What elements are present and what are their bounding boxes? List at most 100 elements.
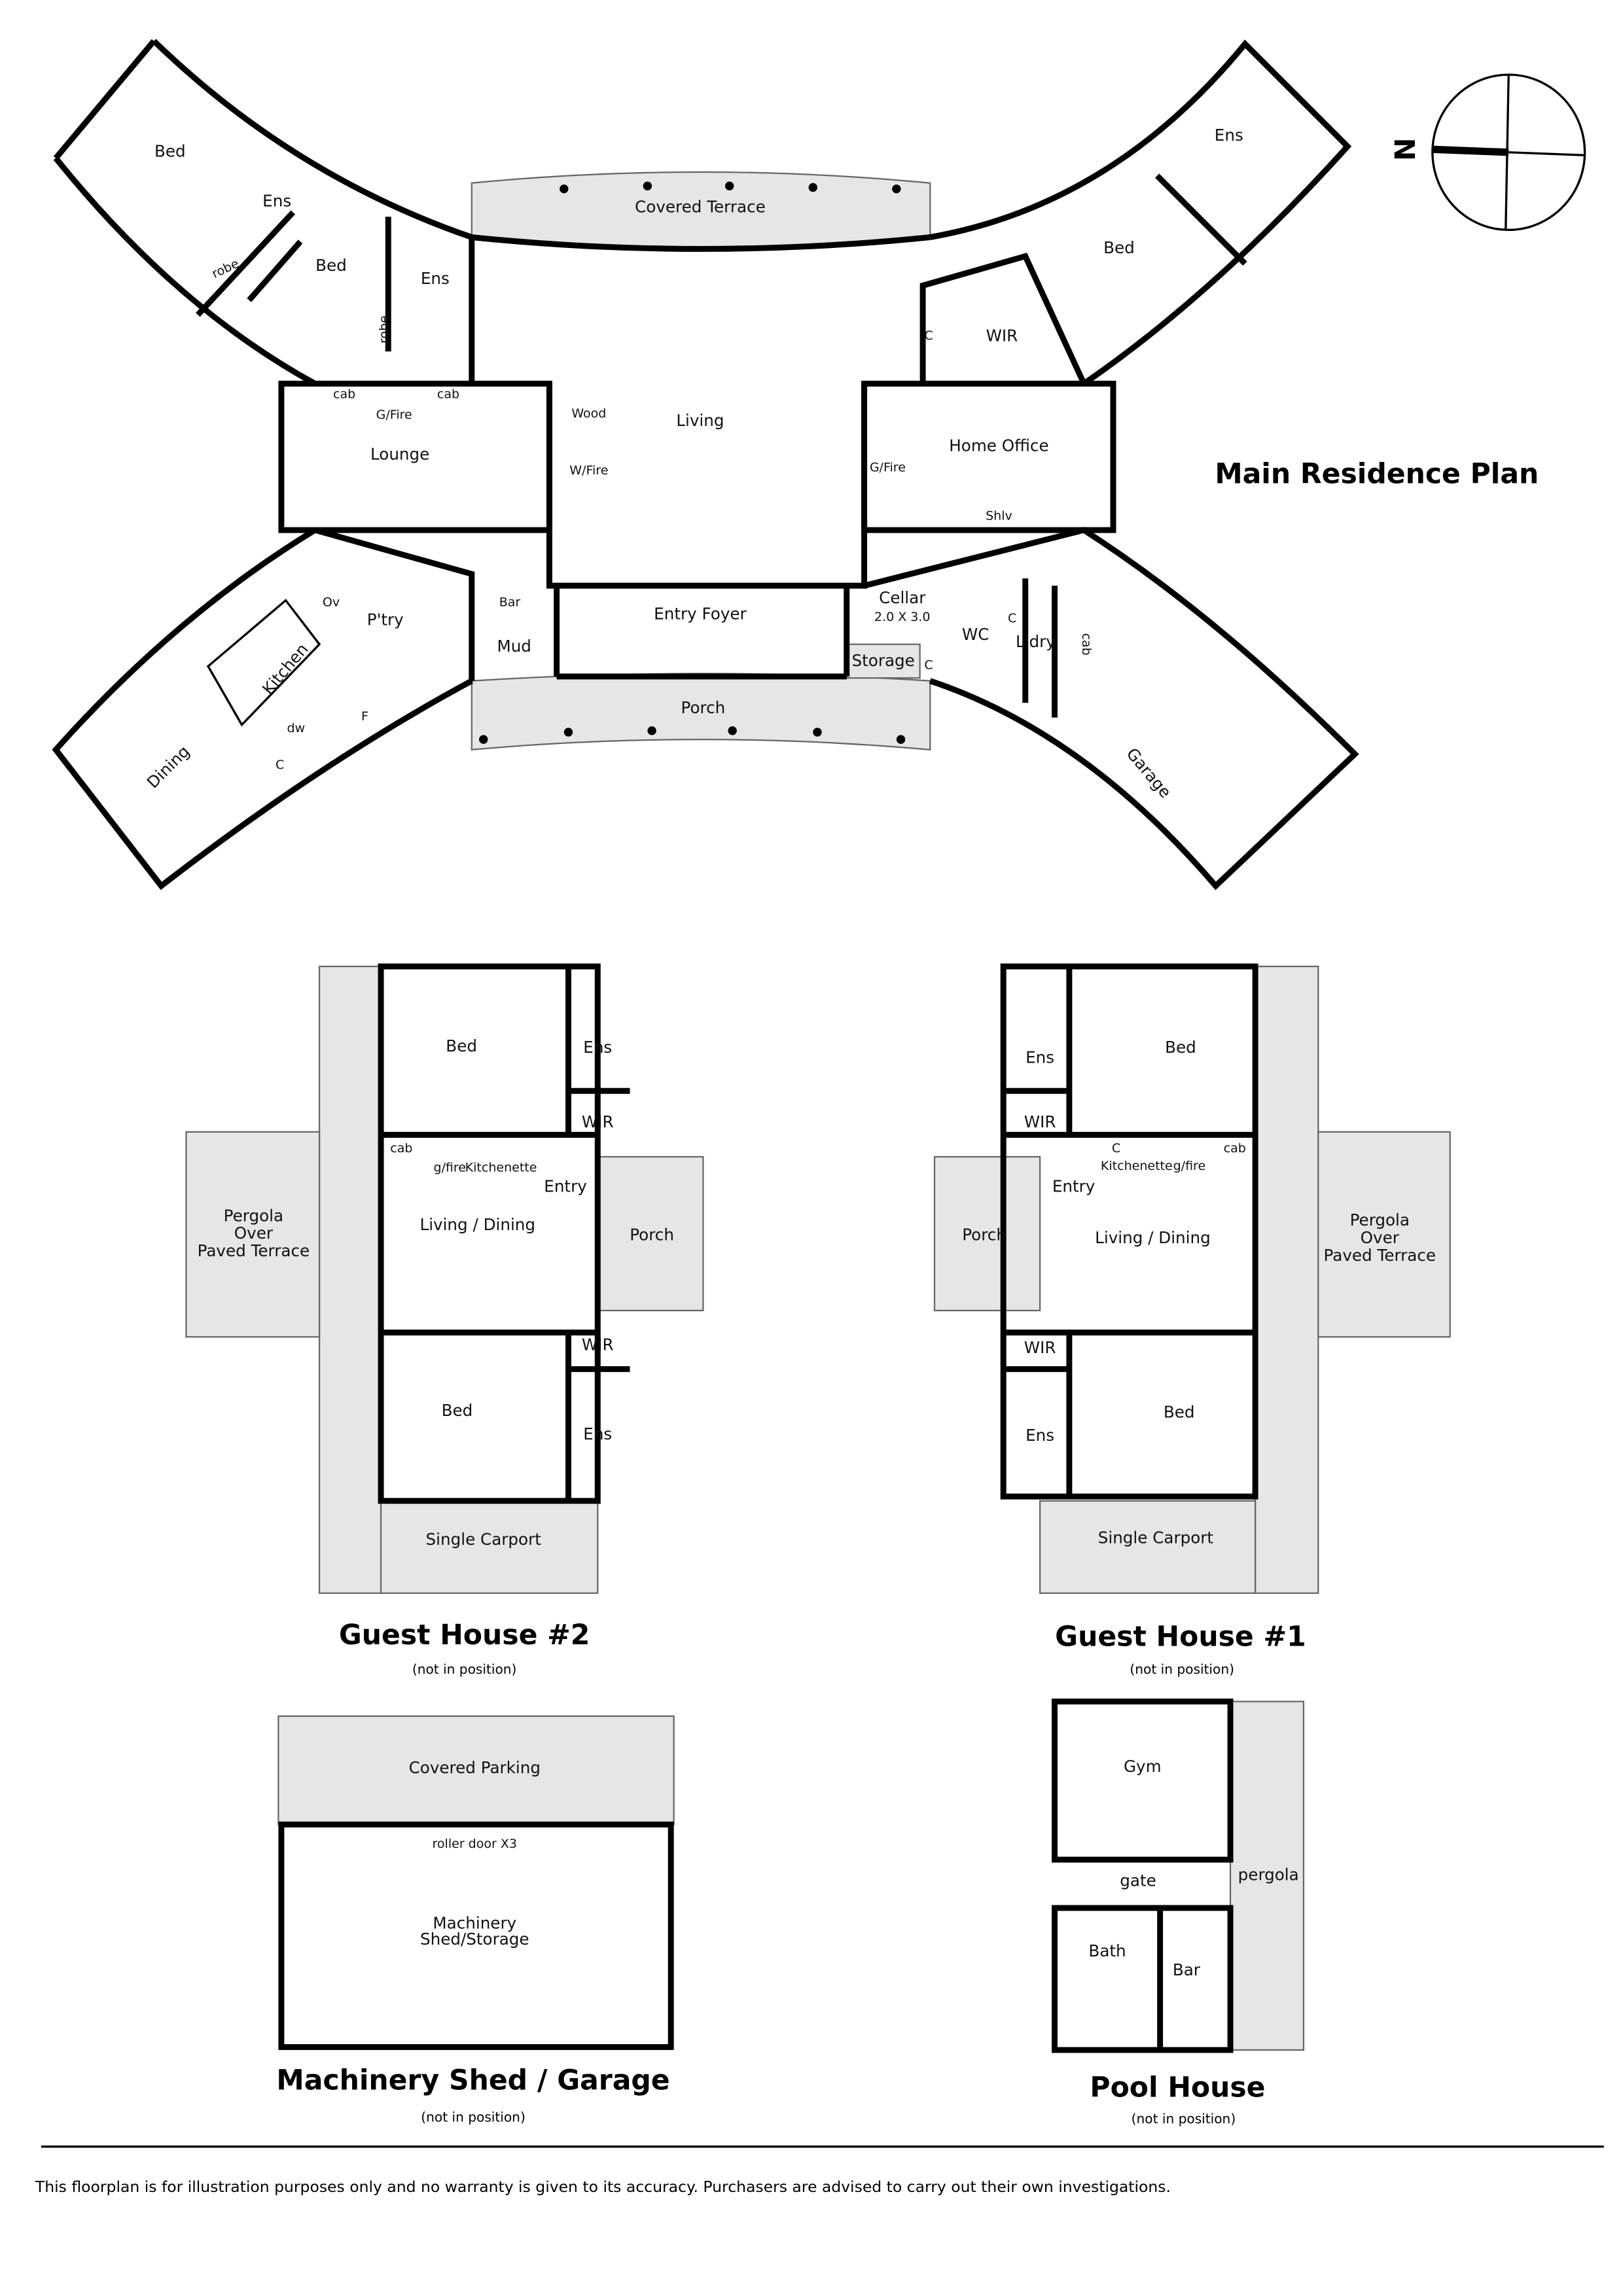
room-label: Single Carport (426, 1530, 542, 1549)
room-label: Paved Terrace (198, 1241, 310, 1260)
room-label: Storage (852, 651, 915, 670)
room-label: G/Fire (870, 461, 906, 475)
porch-area (597, 1156, 704, 1312)
carport-area (1039, 1500, 1257, 1594)
guest1-walls (1000, 963, 1258, 1500)
room-label: Over (234, 1224, 274, 1243)
machinery-shed: Covered Parking roller door X3 Machinery… (276, 1715, 675, 2125)
lounge-walls (278, 380, 552, 533)
room-label: Covered Parking (409, 1758, 541, 1777)
room-label: F (361, 709, 368, 724)
room-label: WIR (986, 326, 1018, 345)
guest1-note: (not in position) (1130, 1661, 1234, 1677)
pool-note: (not in position) (1132, 2111, 1236, 2127)
shed-walls (278, 1821, 674, 2051)
room-label: cab (390, 1141, 412, 1156)
room-label: Ens (1215, 126, 1243, 145)
room-label: Wood (571, 406, 606, 421)
room-label: Over (1361, 1228, 1400, 1247)
sw-wing-walls (52, 527, 475, 891)
room-label: roller door X3 (433, 1837, 518, 1851)
room-label: Kitchenette (465, 1160, 537, 1174)
room-label: Entry Foyer (654, 605, 747, 624)
room-label: C (924, 658, 933, 673)
room-label: Bed (446, 1036, 477, 1055)
room-label: Paved Terrace (1324, 1246, 1436, 1265)
room-label: cab (333, 387, 355, 402)
ne-wing-walls (919, 39, 1352, 387)
main-residence: N Main Residence Plan Bed Ens Bed Ens ro… (52, 39, 1586, 891)
shed-title: Machinery Shed / Garage (276, 2064, 669, 2096)
room-label: Shlv (986, 508, 1012, 523)
room-label: Ov (323, 595, 340, 609)
gym-walls (1052, 1698, 1234, 1863)
side-terrace (318, 965, 382, 1594)
room-label: cab (1079, 633, 1094, 656)
kitchen-island (206, 599, 321, 727)
room-label: cab (437, 387, 459, 402)
guest1-interior-walls (1003, 966, 1256, 1497)
guest2-walls (378, 963, 601, 1504)
room-label: Living (676, 411, 724, 430)
room-label: Covered Terrace (635, 197, 766, 216)
compass-north: N (1390, 137, 1422, 161)
room-label: Kitchenette (1101, 1159, 1173, 1173)
room-label: WC (962, 625, 990, 644)
room-label: W/Fire (569, 463, 608, 478)
room-label: Shed/Storage (420, 1930, 529, 1949)
guest1-title: Guest House #1 (1055, 1621, 1306, 1653)
main-labels: Bed Ens Bed Ens robe robe Covered Terrac… (143, 126, 1243, 802)
disclaimer: This floorplan is for illustration purpo… (35, 2178, 1171, 2196)
room-label: Bed (442, 1401, 473, 1420)
room-label: Bar (499, 595, 521, 609)
guest2-interior-walls (381, 966, 630, 1501)
pergola-terrace (1317, 1131, 1451, 1338)
guest-house-2: Bed Ens WIR cab g/fire Kitchenette Entry… (185, 963, 704, 1677)
room-label: Bed (1164, 1402, 1195, 1421)
room-label: Lounge (370, 445, 429, 464)
room-label: Ens (583, 1424, 612, 1443)
room-label: Porch (681, 698, 726, 717)
room-label: Kitchen (259, 640, 312, 698)
room-label: Mud (497, 637, 531, 656)
room-label: Entry (544, 1177, 586, 1196)
room-label: Entry (1052, 1177, 1095, 1196)
room-label: Gym (1124, 1757, 1162, 1776)
room-label: Ens (262, 192, 291, 211)
pergola-terrace (185, 1131, 321, 1338)
covered-parking-area (277, 1715, 675, 1826)
room-label: C (1008, 611, 1016, 626)
room-label: Ens (1026, 1426, 1054, 1445)
guest-house-1: Ens WIR Bed C Kitchenette g/fire cab Ent… (933, 963, 1451, 1677)
room-label: C (1112, 1141, 1120, 1156)
room-label: G/Fire (376, 408, 412, 422)
carport-area (380, 1500, 599, 1594)
room-label: Machinery (433, 1913, 516, 1932)
room-label: pergola (1238, 1865, 1299, 1884)
room-label: Bed (154, 141, 186, 160)
room-label: g/fire (1173, 1159, 1206, 1173)
room-label: Ens (1026, 1048, 1054, 1067)
room-label: Living / Dining (419, 1215, 535, 1234)
room-label: Ens (421, 269, 450, 288)
room-label: Bar (1173, 1960, 1201, 1979)
room-label: WIR (1024, 1338, 1056, 1357)
room-label: Cellar (879, 588, 926, 607)
compass: N (1390, 73, 1586, 232)
room-label: 2.0 X 3.0 (874, 610, 931, 624)
living-walls (471, 234, 931, 680)
bath-bar-walls (1052, 1905, 1234, 2053)
room-label: Bath (1088, 1941, 1126, 1960)
room-label: Living / Dining (1095, 1228, 1211, 1247)
room-label: Single Carport (1098, 1528, 1214, 1547)
porch-area (933, 1156, 1041, 1312)
room-label: dw (287, 721, 305, 735)
terrace-columns (479, 181, 906, 744)
room-label: WIR (582, 1112, 614, 1131)
room-label: P'try (367, 610, 404, 629)
room-label: WIR (1024, 1112, 1056, 1131)
room-label: Garage (1122, 744, 1175, 802)
room-label: cab (1224, 1141, 1246, 1156)
room-label: Bed (315, 256, 347, 275)
